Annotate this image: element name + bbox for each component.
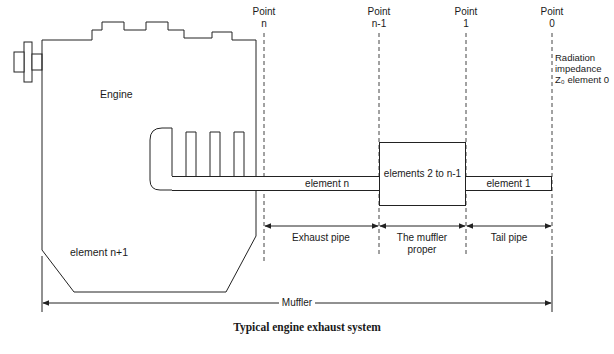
- crank-shaft: [14, 52, 24, 72]
- extension-line: [42, 256, 43, 312]
- muffler-box: elements 2 to n-1: [379, 142, 466, 206]
- dimension-label: Exhaust pipe: [292, 232, 350, 244]
- engine-outline: Engine element n+1: [40, 18, 258, 294]
- exhaust-pipe: element n: [172, 176, 379, 191]
- shaft-hub: [32, 54, 42, 70]
- node-text: element 1: [487, 178, 531, 190]
- point-label: Point n: [253, 6, 276, 30]
- point-line: [552, 33, 553, 255]
- engine-outline-path: [42, 22, 256, 292]
- manifold-port: [210, 132, 220, 176]
- point-label: Point 0: [541, 6, 564, 30]
- extension-line: [552, 256, 553, 312]
- node-text: element n: [305, 178, 349, 190]
- radiation-label: Radiation impedance Z₀ element 0: [555, 52, 611, 85]
- dimension-label: Muffler: [279, 297, 315, 309]
- point-label: Point 1: [455, 6, 478, 30]
- figure-caption: Typical engine exhaust system: [0, 321, 614, 333]
- dimension-label: Tail pipe: [491, 232, 528, 244]
- flywheel-flange: [24, 42, 32, 82]
- dimension-line: [265, 226, 378, 227]
- node-text: element n+1: [70, 246, 128, 258]
- manifold-port: [234, 132, 244, 176]
- node-text: elements 2 to n-1: [384, 168, 461, 180]
- manifold-end: [150, 128, 172, 190]
- point-label: Point n-1: [368, 6, 391, 30]
- manifold-port: [186, 132, 196, 176]
- dimension-line: [380, 226, 465, 227]
- tail-pipe: element 1: [466, 176, 552, 191]
- dimension-label: The muffler proper: [386, 232, 458, 256]
- node-text: Engine: [100, 88, 133, 100]
- point-line: [264, 33, 265, 262]
- dimension-line: [467, 226, 551, 227]
